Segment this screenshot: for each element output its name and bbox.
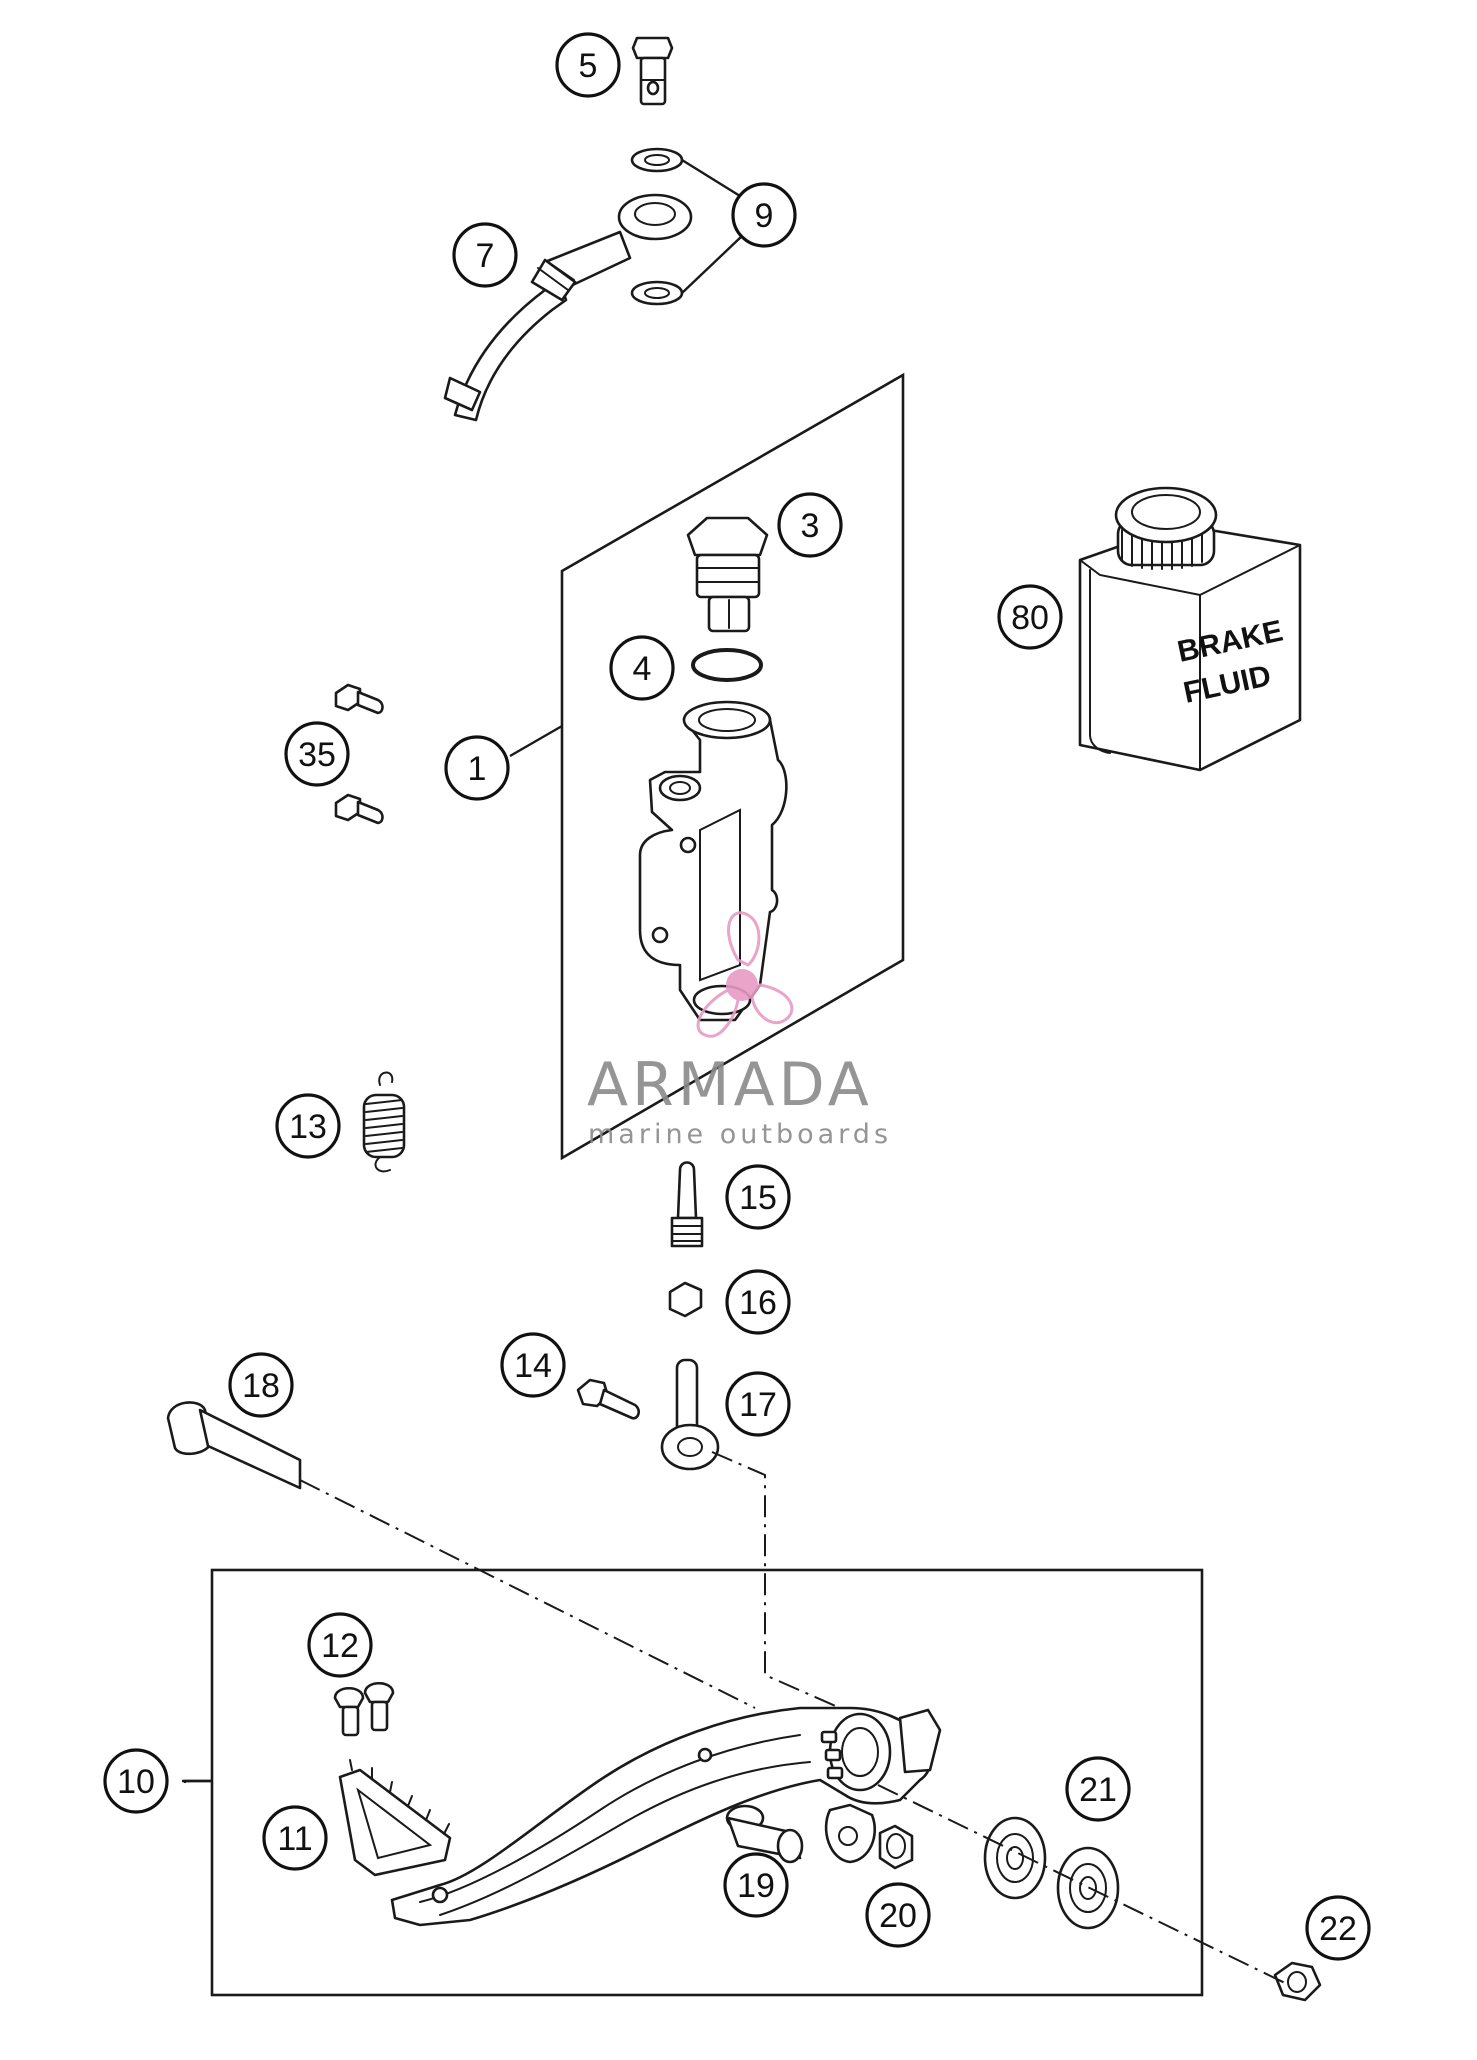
clevis-part: [660, 1358, 720, 1471]
callout-18-label: 18: [242, 1367, 280, 1405]
banjo-bolt-part: [631, 36, 674, 106]
callout-20: 20: [865, 1882, 931, 1948]
push-rod-part: [670, 1161, 704, 1248]
callout-3: 3: [777, 492, 843, 558]
callout-20-label: 20: [879, 1897, 917, 1935]
callout-35-label: 35: [298, 736, 336, 774]
nut-part: [668, 1281, 703, 1318]
callout-17: 17: [725, 1371, 791, 1437]
assembly-axis-lines: [299, 1451, 1286, 1984]
callout-9: 9: [731, 182, 797, 248]
callout-9-label: 9: [755, 197, 774, 235]
reservoir-cap-part: [686, 516, 769, 633]
callout-12: 12: [307, 1612, 373, 1678]
brake-hose-part: [443, 193, 693, 422]
callout-12-label: 12: [321, 1627, 359, 1665]
callout-21-label: 21: [1079, 1771, 1117, 1809]
callout-18: 18: [228, 1352, 294, 1418]
clevis-screw-part: [576, 1378, 640, 1420]
pivot-bolt-part: [166, 1401, 302, 1490]
callout-14: 14: [500, 1332, 566, 1398]
bearings-part: [983, 1816, 1120, 1930]
callout-13: 13: [275, 1093, 341, 1159]
watermark-tagline: marine outboards: [588, 1119, 892, 1150]
callout-19: 19: [723, 1852, 789, 1918]
callout-16-label: 16: [739, 1284, 777, 1322]
bushing-part: [725, 1804, 804, 1864]
callout-5-label: 5: [579, 47, 598, 85]
callout-17-label: 17: [739, 1386, 777, 1424]
callout-35: 35: [284, 721, 350, 787]
footrest-bolts-part: [333, 1681, 395, 1737]
callout-21: 21: [1065, 1756, 1131, 1822]
leader-lines: [182, 158, 743, 1783]
callout-14-label: 14: [514, 1347, 552, 1385]
callout-15: 15: [725, 1164, 791, 1230]
callout-7: 7: [452, 222, 518, 288]
spacer-part: [878, 1824, 914, 1870]
callout-16: 16: [725, 1269, 791, 1335]
step-plate-part: [338, 1759, 452, 1877]
watermark-name: ARMADA: [587, 1050, 873, 1120]
callout-80-label: 80: [1011, 599, 1049, 637]
flange-nut-part: [1273, 1961, 1322, 2002]
callout-4: 4: [609, 635, 675, 701]
o-ring-part: [691, 648, 763, 682]
callout-1-label: 1: [468, 750, 487, 788]
callout-11: 11: [262, 1805, 328, 1871]
watermark: ARMADA marine outboards: [587, 911, 892, 1150]
callout-7-label: 7: [476, 237, 495, 275]
callout-5: 5: [555, 32, 621, 98]
callout-11-label: 11: [277, 1820, 312, 1858]
brake-pedal-group-frame: [210, 1568, 1204, 1997]
master-cylinder-body-part: [638, 700, 788, 1022]
callout-1: 1: [444, 735, 510, 801]
master-cylinder-group-frame: [560, 372, 905, 1161]
brake-fluid-can-part: BRAKE FLUID: [1078, 486, 1302, 772]
callout-10: 10: [103, 1748, 169, 1814]
callout-22: 22: [1305, 1895, 1371, 1961]
callout-80: 80: [997, 584, 1063, 650]
callout-22-label: 22: [1319, 1910, 1357, 1948]
return-spring-part: [362, 1071, 406, 1173]
callout-4-label: 4: [633, 650, 652, 688]
callout-19-label: 19: [737, 1867, 775, 1905]
callout-10-label: 10: [117, 1763, 155, 1801]
sealing-washers-part: [630, 147, 684, 306]
callout-15-label: 15: [739, 1179, 777, 1217]
callout-3-label: 3: [801, 507, 820, 545]
screws-part: [334, 683, 384, 825]
callout-13-label: 13: [289, 1108, 327, 1146]
brake-pedal-part: [390, 1706, 942, 1927]
watermark-propeller-icon: [696, 911, 794, 1038]
